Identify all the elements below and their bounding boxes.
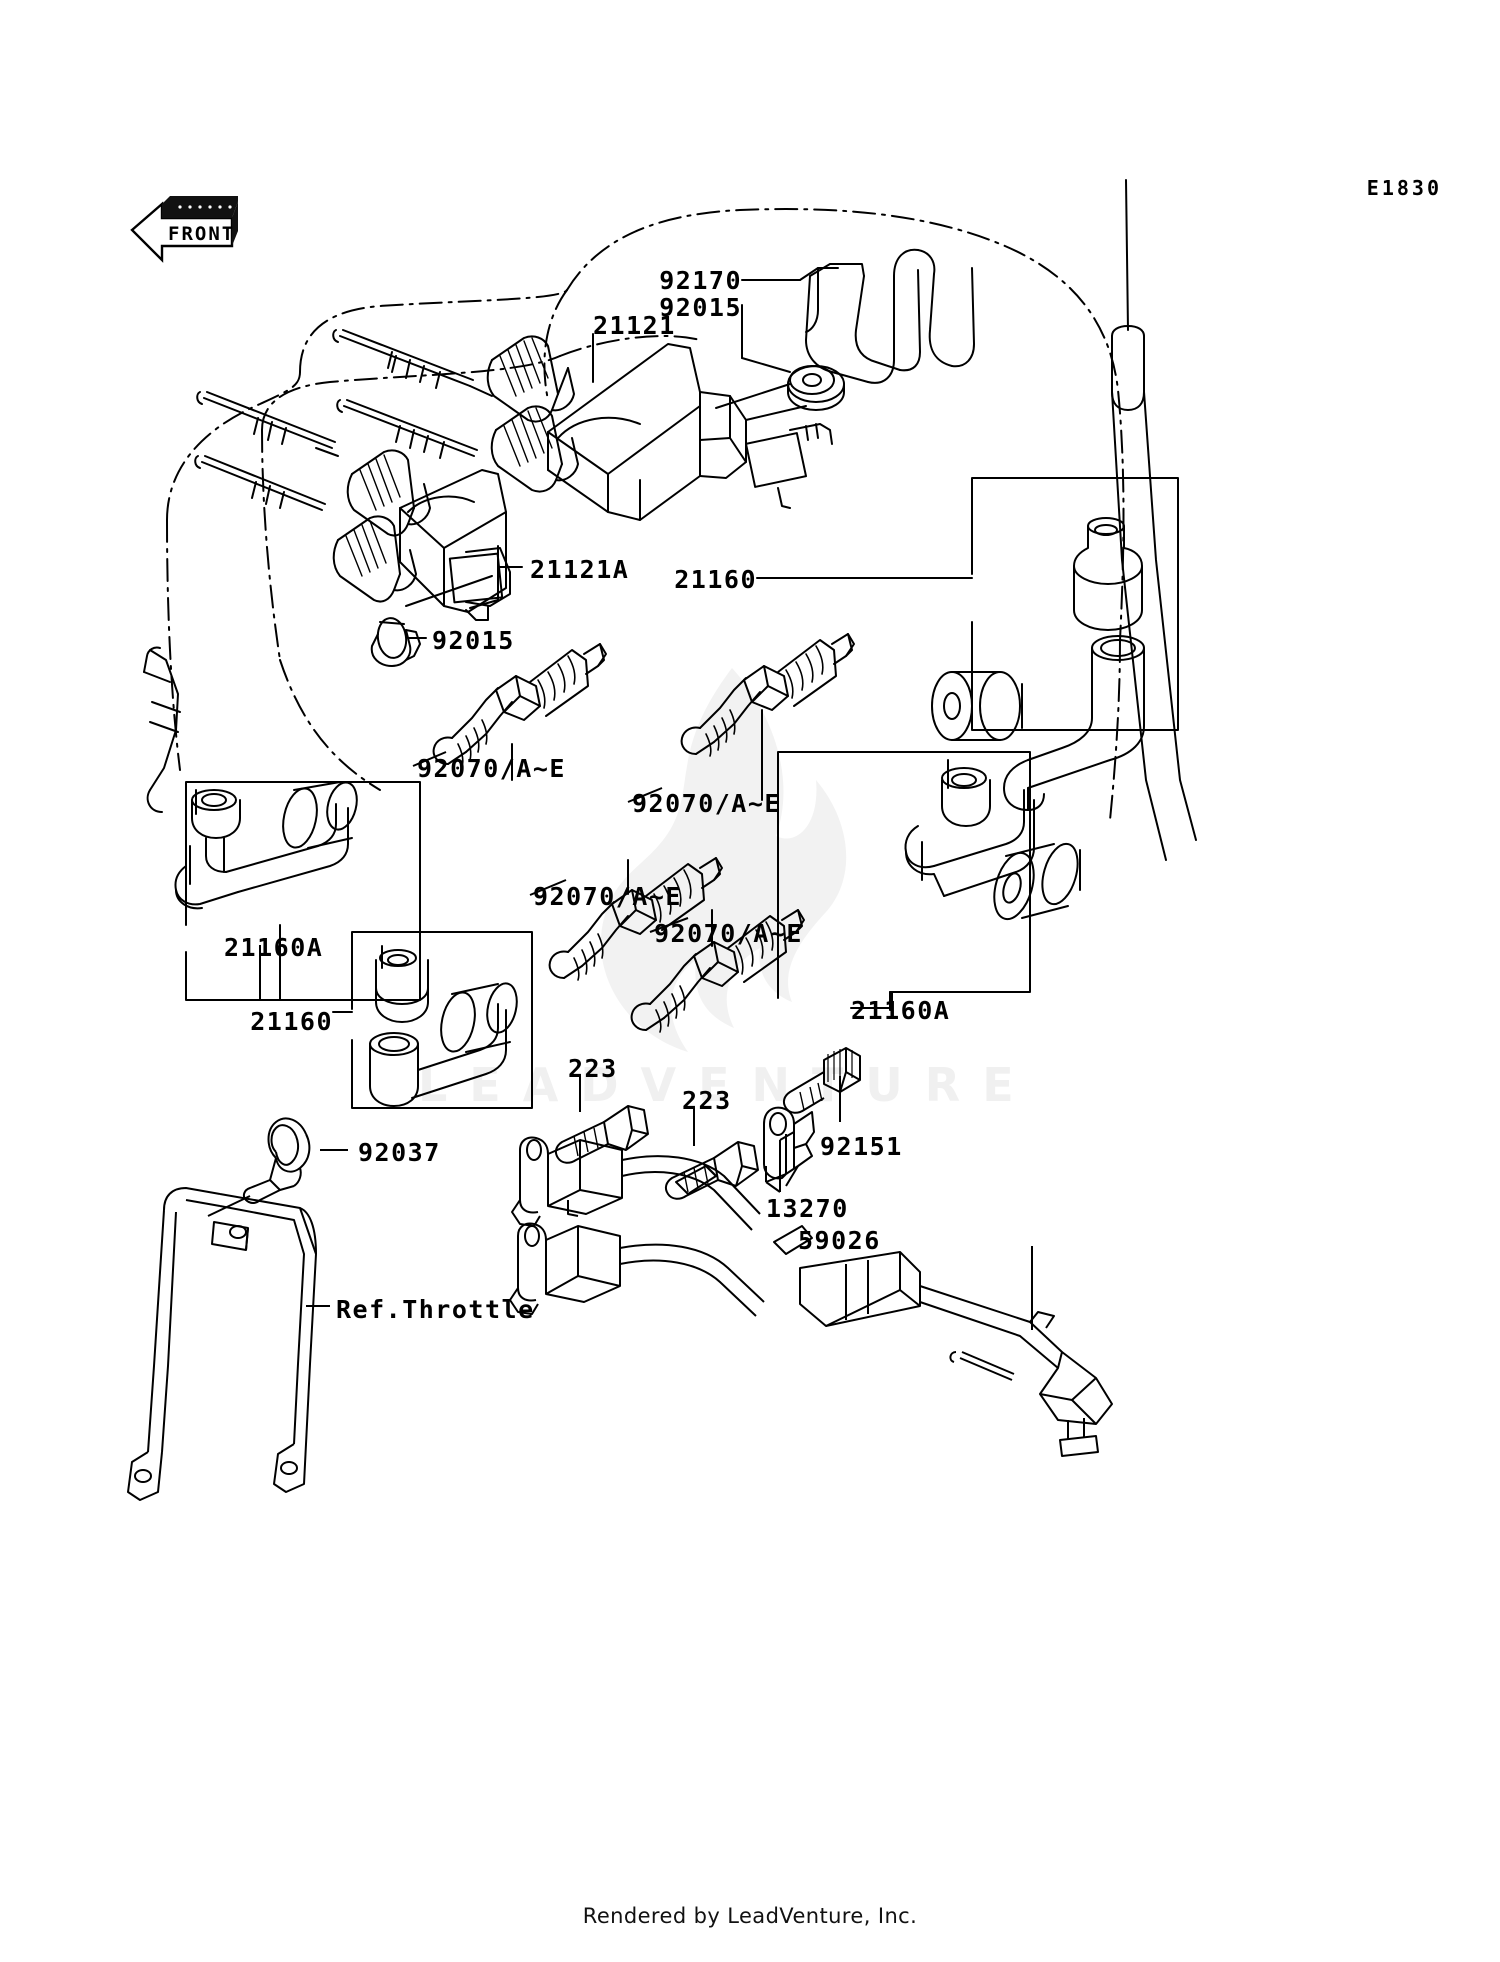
part-callout-92070-a-e: 92070/A~E bbox=[632, 789, 781, 818]
diagram-code: E1830 bbox=[1366, 176, 1442, 200]
part-callout-92015: 92015 bbox=[432, 626, 515, 655]
part-callout-92170: 92170 bbox=[659, 266, 742, 295]
part-callout-92151: 92151 bbox=[820, 1132, 903, 1161]
front-label: FRONT bbox=[168, 223, 235, 245]
part-callout-59026: 59026 bbox=[798, 1226, 881, 1255]
part-callout-21121a: 21121A bbox=[530, 555, 630, 584]
part-callout-21121: 21121 bbox=[593, 311, 676, 340]
footer-credit: Rendered by LeadVenture, Inc. bbox=[582, 1904, 918, 1928]
part-callout-13270: 13270 bbox=[766, 1194, 849, 1223]
part-callout-21160: 21160 bbox=[250, 1007, 333, 1036]
part-callout-92037: 92037 bbox=[358, 1138, 441, 1167]
part-callout-21160: 21160 bbox=[674, 565, 757, 594]
part-callout-223: 223 bbox=[568, 1054, 618, 1083]
part-callout-92070-a-e: 92070/A~E bbox=[417, 754, 566, 783]
part-callout-92070-a-e: 92070/A~E bbox=[654, 919, 803, 948]
part-callout-ref-throttle: Ref.Throttle bbox=[336, 1295, 535, 1324]
front-direction-arrow: FRONT bbox=[130, 196, 238, 263]
part-callout-92015: 92015 bbox=[659, 293, 742, 322]
part-callout-223: 223 bbox=[682, 1086, 732, 1115]
part-callout-21160a: 21160A bbox=[224, 933, 324, 962]
part-callout-21160a: 21160A bbox=[851, 996, 951, 1025]
part-callout-92070-a-e: 92070/A~E bbox=[533, 882, 682, 911]
